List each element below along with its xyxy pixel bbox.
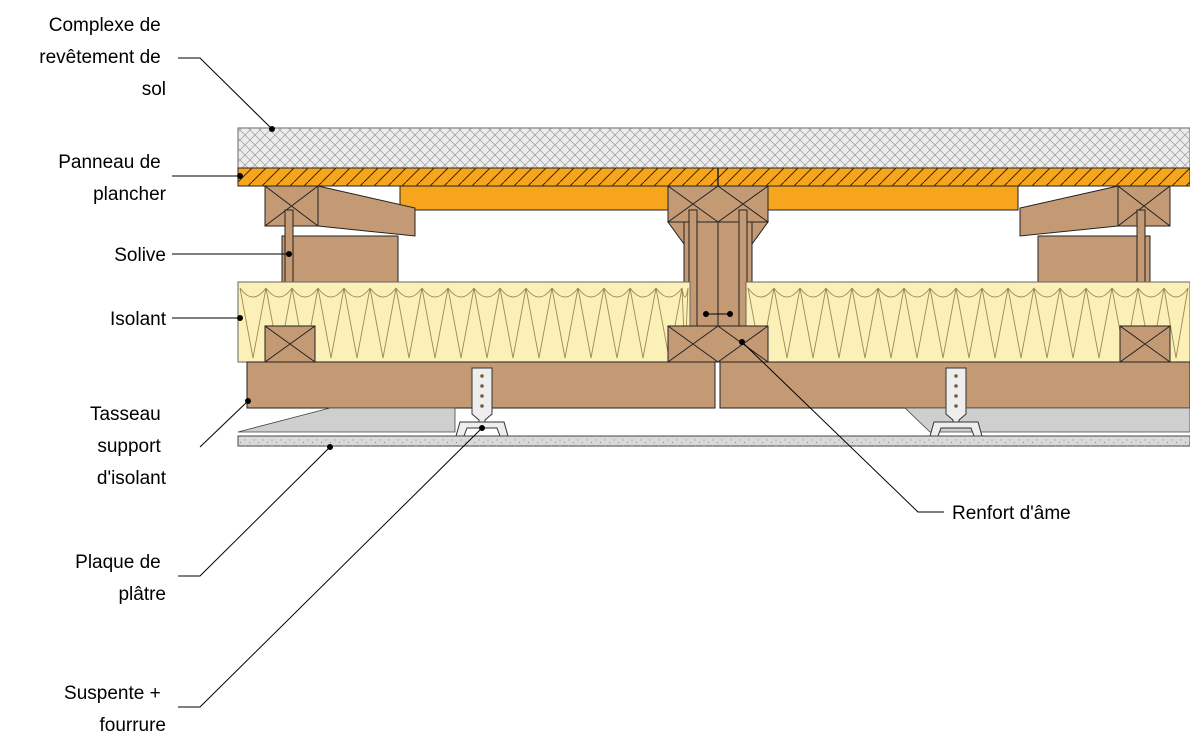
leader-lines xyxy=(172,57,944,708)
label-joist: Solive xyxy=(114,245,166,266)
bottom-flanges xyxy=(264,325,1171,363)
floor-covering xyxy=(237,127,1190,169)
center-joist xyxy=(667,185,769,362)
plasterboard xyxy=(237,435,1190,447)
web-stiffener-marker xyxy=(703,311,733,317)
label-insulation: Isolant xyxy=(110,309,167,330)
insulation xyxy=(237,281,1190,363)
label-hanger: Suspente + fourrure xyxy=(64,683,166,736)
floor-panel xyxy=(237,167,1190,211)
label-floor-covering: Complexe de revêtement de sol xyxy=(39,15,166,100)
hangers xyxy=(237,367,1190,437)
right-joist xyxy=(1019,185,1171,329)
labels: Complexe de revêtement de sol Panneau de… xyxy=(39,15,1071,736)
label-plasterboard: Plaque de plâtre xyxy=(75,552,166,605)
label-floor-panel: Panneau de plancher xyxy=(58,152,166,205)
label-batten: Tasseau support d'isolant xyxy=(90,404,167,489)
hanger-right xyxy=(929,367,983,437)
battens xyxy=(246,361,1190,409)
label-web-stiffener: Renfort d'âme xyxy=(952,503,1071,524)
